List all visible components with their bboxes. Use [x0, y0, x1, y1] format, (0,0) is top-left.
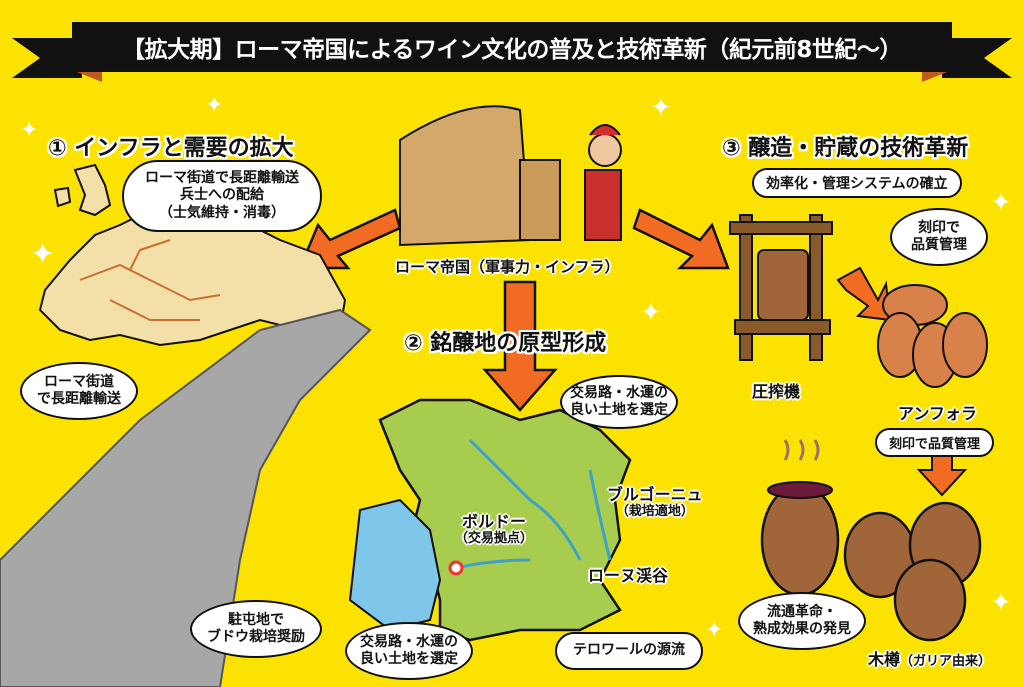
bubble-line: 熟成効果の発見: [753, 621, 851, 637]
bubble-line: 品質管理: [911, 237, 967, 253]
place-bordeaux: ボルドー （交易拠点）: [455, 512, 533, 547]
bubble-roman-road: ローマ街道 で長距離輸送: [20, 362, 138, 420]
bubble-line: （士気維持・消毒）: [159, 204, 285, 221]
bubble-trade-route-top: 交易路・水運の 良い土地を選定: [560, 375, 678, 429]
bubble-line: で長距離輸送: [37, 391, 121, 407]
sparkle-icon: ✦: [640, 298, 662, 328]
arrow-amphora-barrel-icon: [916, 454, 968, 497]
sparkle-icon: ✦: [20, 118, 39, 143]
bubble-terroir: テロワールの源流: [555, 632, 703, 670]
bubble-stamp: 刻印で 品質管理: [890, 208, 988, 266]
colosseum-icon: [399, 105, 532, 247]
arrow-right-icon: [632, 208, 730, 270]
barrel-note: （ガリア由来）: [900, 654, 992, 669]
bubble-trade-route-bottom: 交易路・水運の 良い土地を選定: [345, 622, 473, 680]
barrel-icon: [760, 483, 840, 597]
bubble-line: 交易路・水運の: [570, 384, 668, 401]
section2-heading: ② 銘醸地の原型形成: [404, 331, 607, 356]
wine-press-icon: [739, 214, 753, 361]
bubble-infrastructure: ローマ街道で長距離輸送 兵士への配給 （士気維持・消毒）: [122, 160, 322, 232]
place-name: ブルゴーニュ: [607, 485, 703, 504]
bubble-line: 駐屯地で: [228, 611, 284, 628]
center-label: ローマ帝国（軍事力・インフラ）: [395, 258, 620, 276]
place-rhone: ローヌ渓谷: [588, 566, 669, 585]
place-note: （栽培適地）: [615, 504, 694, 520]
amphora-note: 刻印で品質管理: [875, 428, 995, 457]
barrel-name: 木樽: [868, 650, 901, 669]
sparkle-icon: ✦: [705, 618, 724, 643]
sparkle-icon: ✦: [205, 93, 224, 118]
arrow-press-amphora-icon: [836, 266, 892, 322]
britain-map: [73, 163, 112, 217]
roman-soldier-drinking-icon: [584, 169, 622, 241]
bubble-line: ローマ街道: [44, 373, 114, 390]
bubble-line: ブドウ栽培奨励: [207, 629, 305, 645]
ireland-map: [53, 186, 72, 208]
bubble-garrison: 駐屯地で ブドウ栽培奨励: [190, 600, 322, 658]
section3-subtitle: 効率化・管理システムの確立: [752, 168, 962, 198]
bubble-line: 兵士への配給: [180, 187, 264, 204]
press-label: 圧搾機: [752, 382, 801, 401]
arrow-down-icon: [482, 280, 558, 412]
place-note: （交易拠点）: [455, 531, 534, 547]
sparkle-icon: ✦: [990, 588, 1012, 618]
roman-roads: [79, 239, 221, 321]
bubble-line: ローマ街道で長距離輸送: [145, 169, 299, 186]
bubble-line: 交易路・水運の: [360, 633, 458, 650]
bordeaux-marker-icon: [448, 560, 464, 576]
bubble-line: 流通革命・: [767, 603, 837, 620]
sparkle-icon: ✦: [990, 188, 1012, 218]
bubble-line: 刻印で: [918, 219, 960, 236]
place-name: ボルドー: [462, 512, 527, 531]
roman-road: [0, 308, 372, 687]
place-bourgogne: ブルゴーニュ （栽培適地）: [607, 485, 703, 520]
section1-heading: ① インフラと需要の拡大: [48, 136, 294, 161]
bubble-line: 良い土地を選定: [360, 651, 458, 667]
section3-heading: ③ 醸造・貯蔵の技術革新: [722, 136, 969, 161]
amphora-label: アンフォラ: [898, 404, 977, 423]
page-title: 【拡大期】ローマ帝国によるワイン文化の普及と技術革新（紀元前8世紀〜）: [72, 22, 952, 72]
bubble-line: 良い土地を選定: [570, 402, 668, 418]
barrel-label: 木樽（ガリア由来）: [868, 650, 991, 670]
sparkle-icon: ✦: [30, 237, 56, 272]
sea-area: [348, 498, 442, 632]
sparkle-icon: ✦: [650, 93, 672, 123]
steam-icon: [783, 439, 820, 461]
bubble-barrel: 流通革命・ 熟成効果の発見: [738, 592, 866, 650]
